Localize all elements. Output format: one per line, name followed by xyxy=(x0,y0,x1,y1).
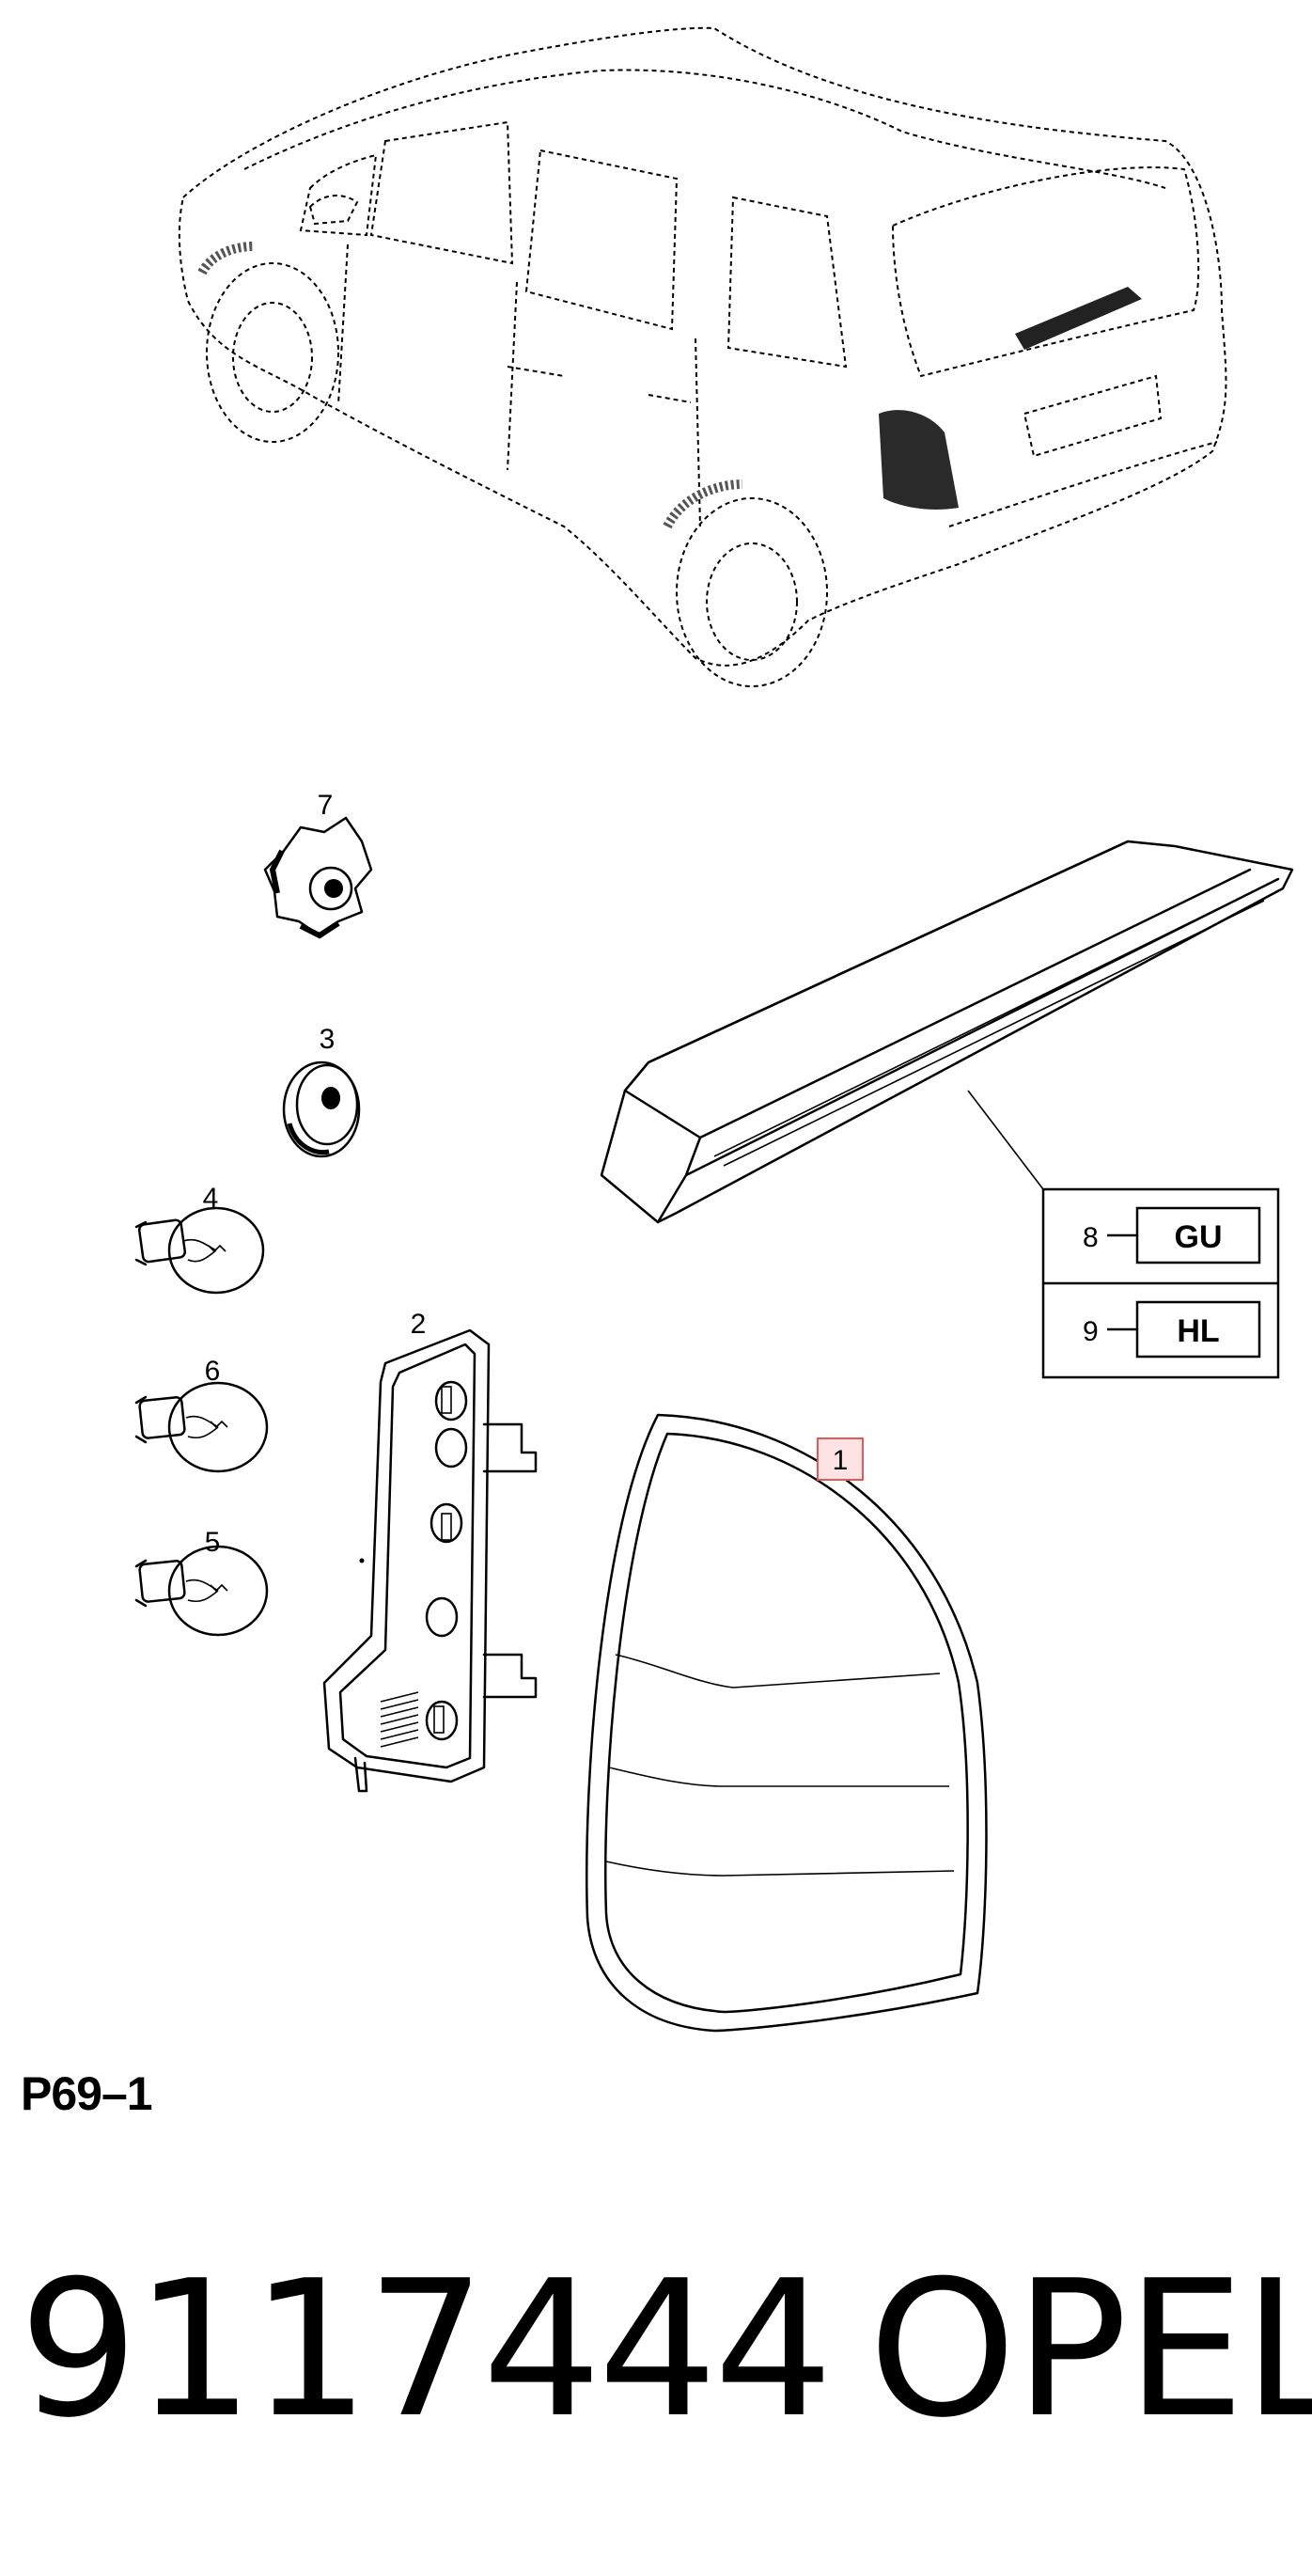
callout-7: 7 xyxy=(318,790,334,821)
callout-8: 8 xyxy=(1083,1222,1099,1253)
part-2-bulb-holder xyxy=(322,1328,538,1793)
vehicle-illustration xyxy=(178,26,1227,687)
callout-2: 2 xyxy=(411,1309,427,1340)
callout-1: 1 xyxy=(833,1445,849,1476)
callout-4: 4 xyxy=(203,1183,219,1214)
diagram-reference: P69–1 xyxy=(21,2067,153,2120)
part-number: 9117444 xyxy=(19,2240,834,2459)
variant-box: 8 9 GU HL xyxy=(1041,1187,1280,1379)
variant-label-gu: GU xyxy=(1175,1219,1223,1255)
part-7-knob xyxy=(263,816,373,939)
callout-5: 5 xyxy=(205,1527,221,1558)
part-3-grommet xyxy=(282,1060,361,1158)
brand-name: OPEL xyxy=(868,2240,1312,2459)
callout-3: 3 xyxy=(320,1024,336,1055)
callout-1-highlight xyxy=(817,1437,864,1481)
bulb-6 xyxy=(134,1381,269,1473)
callout-6: 6 xyxy=(205,1356,221,1387)
bulb-5 xyxy=(134,1545,269,1637)
variant-label-hl: HL xyxy=(1177,1313,1219,1349)
part-1-tail-light xyxy=(586,1413,988,2033)
third-brake-light xyxy=(600,840,1294,1224)
bulb-4 xyxy=(134,1206,265,1295)
callout-9: 9 xyxy=(1083,1316,1099,1347)
